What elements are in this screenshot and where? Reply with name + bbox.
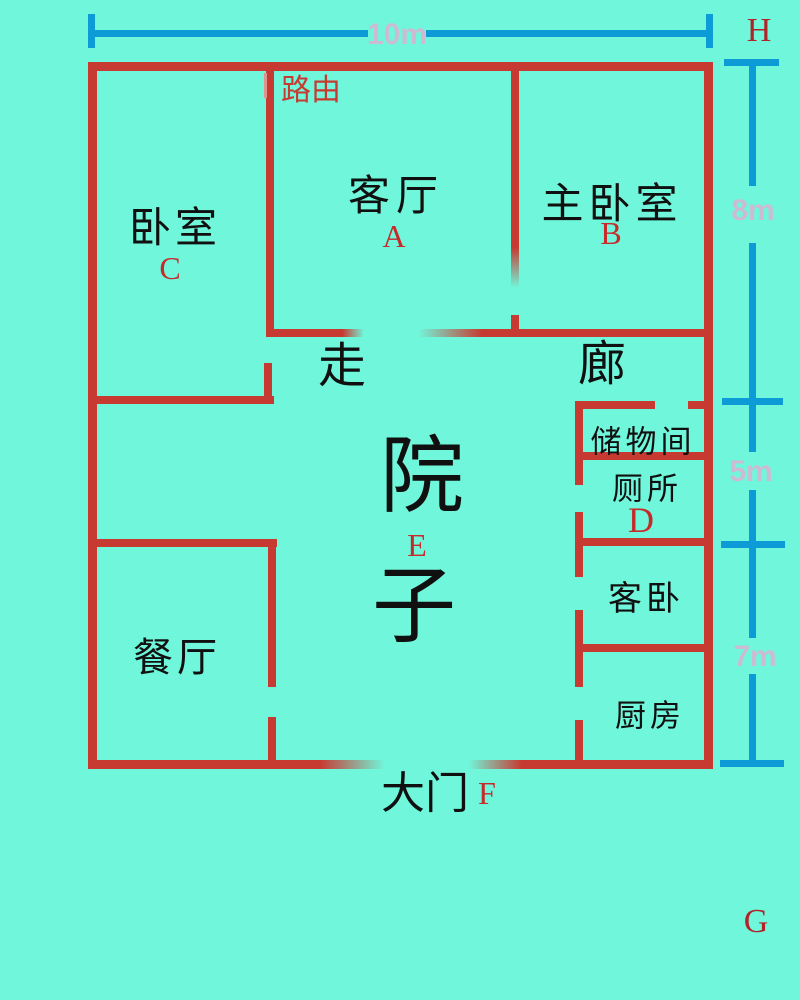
wall-storage-top-right (688, 401, 713, 409)
wall-toilet-guest-divider (575, 538, 712, 546)
wall-living-master-divider-stub (511, 315, 519, 337)
room-letter-f: F (478, 775, 496, 811)
corridor-label-left: 走 (317, 340, 367, 393)
dimension-label-7m: 7m (733, 640, 777, 673)
room-label-dining: 餐厅 (133, 635, 221, 680)
room-letter-a: A (382, 218, 406, 254)
wall-router-stub (264, 73, 267, 98)
courtyard-char-bottom: 子 (371, 561, 457, 654)
wall-outer-right (704, 62, 713, 769)
wall-storage-top-left (575, 401, 655, 409)
wall-dining-right-upper (268, 539, 276, 687)
wall-dining-right-lower (268, 717, 276, 769)
dim-top-tick-left (88, 14, 95, 48)
wall-corridor-top-left (266, 329, 364, 337)
wall-storage-toilet-divider (575, 452, 712, 460)
room-label-guest: 客卧 (608, 581, 684, 618)
wall-outer-left (88, 62, 97, 769)
wall-bedroom-right (266, 62, 274, 333)
wall-guest-kitchen-divider (575, 644, 712, 652)
wall-column-left-1 (575, 401, 583, 485)
marker-g: G (743, 903, 769, 940)
dim-top-tick-right (706, 14, 713, 48)
marker-h: H (746, 12, 772, 49)
dim-right-line-2 (749, 243, 756, 452)
room-label-bedroom: 卧室 (128, 206, 222, 252)
corridor-label-right: 廊 (577, 338, 627, 391)
wall-bedroom-right-stub (264, 363, 272, 404)
wall-outer-top (88, 62, 713, 71)
wall-outer-bottom-right (468, 760, 713, 769)
room-label-kitchen: 厨房 (615, 698, 685, 734)
router-label: 路由 (281, 74, 341, 107)
dim-top-line-b (426, 30, 713, 37)
dimension-label-5m: 5m (729, 455, 773, 488)
wall-corridor-top-right (418, 329, 710, 337)
wall-living-master-divider (511, 62, 519, 288)
dim-right-line-1 (749, 62, 756, 186)
dim-right-tick-bottom (720, 760, 784, 767)
room-letter-e: E (407, 527, 427, 563)
wall-outer-bottom-left (88, 760, 385, 769)
room-letter-b: B (600, 215, 622, 251)
room-label-living: 客厅 (347, 174, 445, 220)
wall-column-left-4 (575, 720, 583, 769)
wall-bedroom-bottom (88, 396, 274, 404)
wall-dining-top (88, 539, 277, 547)
dim-right-cross-1 (722, 398, 783, 405)
dim-right-line-4 (749, 674, 756, 764)
dimension-label-10m: 10m (366, 18, 428, 51)
room-letter-c: C (159, 250, 181, 286)
room-label-storage: 储物间 (590, 424, 696, 460)
room-letter-d: D (628, 500, 654, 540)
room-label-master: 主卧室 (541, 182, 683, 228)
room-label-toilet: 厕所 (612, 471, 682, 507)
dim-right-line-3 (749, 490, 756, 638)
courtyard-char-top: 院 (379, 431, 465, 524)
gate-label: 大门 (381, 769, 469, 818)
dim-top-line-a (92, 30, 368, 37)
dimension-label-8m: 8m (731, 194, 775, 227)
dim-right-cross-2 (721, 541, 785, 548)
